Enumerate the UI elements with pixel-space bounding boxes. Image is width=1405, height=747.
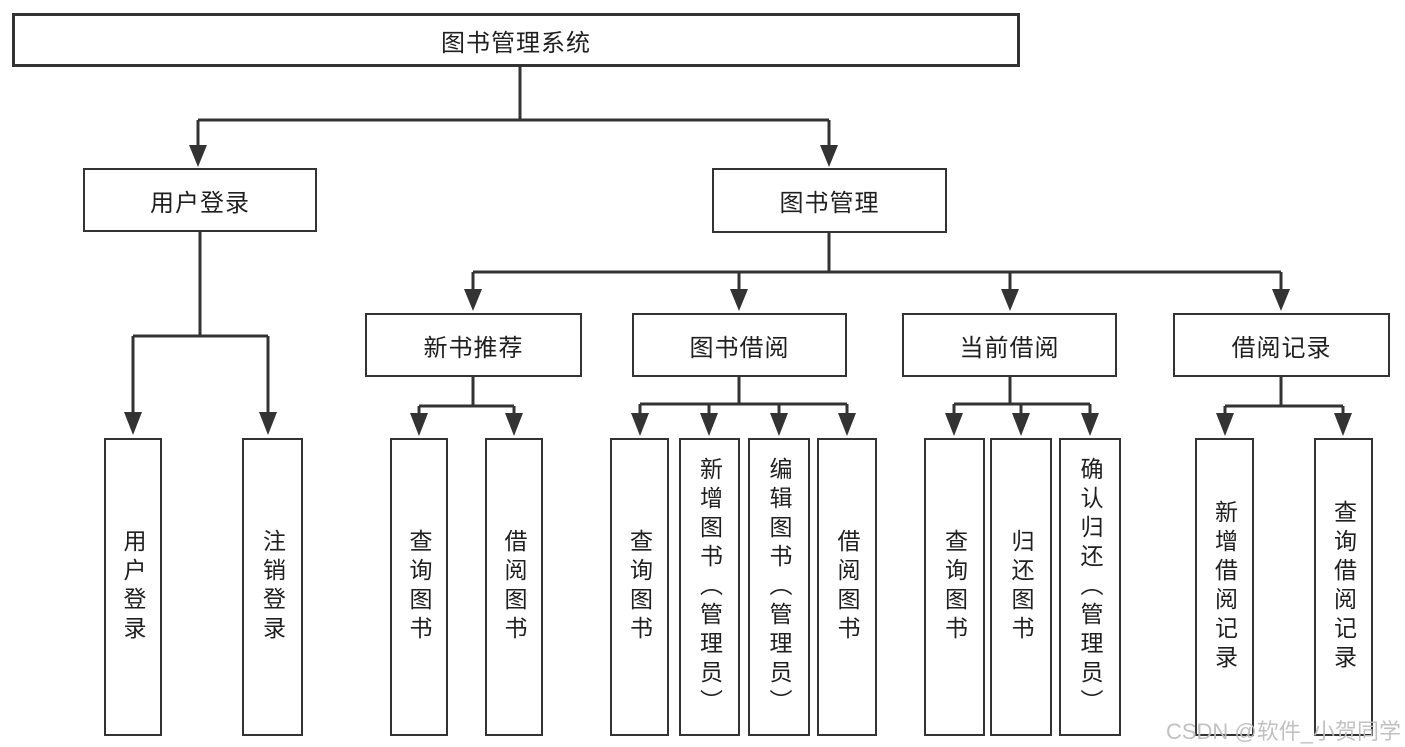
connector-book-management-arrowheads — [464, 289, 1290, 311]
connector-new-book-recommend-arrowheads — [410, 413, 523, 436]
connector-user-login-arrowheads — [124, 412, 277, 435]
node-new-book-recommend: 新书推荐 — [365, 313, 582, 377]
node-current-borrowing: 当前借阅 — [902, 313, 1117, 377]
node-label: 新增借阅记录 — [1211, 500, 1238, 674]
node-label: 用户登录 — [120, 529, 146, 645]
connector-borrow-records-children — [1223, 377, 1345, 415]
node-return-books: 归还图书 — [990, 438, 1052, 736]
node-label: 查询图书 — [406, 529, 432, 645]
connector-new-book-recommend-children — [417, 377, 516, 415]
connector-user-login-children — [131, 232, 270, 414]
connector-root-arrowheads — [189, 145, 838, 167]
node-query-books-borrowing: 查询图书 — [610, 438, 669, 736]
connector-book-borrowing-arrowheads — [631, 413, 856, 436]
node-label: 查询图书 — [941, 529, 968, 645]
connector-book-borrowing-children — [638, 377, 849, 415]
node-add-books-admin: 新增图书（管理员） — [679, 438, 740, 736]
node-label: 查询借阅记录 — [1330, 500, 1357, 674]
node-label: 借阅记录 — [1231, 334, 1332, 362]
node-query-borrow-record: 查询借阅记录 — [1314, 438, 1373, 736]
node-label: 图书管理 — [779, 190, 880, 217]
node-label: 用户登录 — [150, 189, 250, 217]
node-book-borrowing: 图书借阅 — [632, 313, 847, 377]
node-library-management-system: 图书管理系统 — [12, 13, 1020, 67]
node-query-books-current: 查询图书 — [924, 438, 985, 736]
node-add-borrow-record: 新增借阅记录 — [1195, 438, 1254, 736]
node-label: 查询图书 — [626, 529, 653, 645]
node-leaf-user-login: 用户登录 — [104, 438, 162, 736]
node-label: 当前借阅 — [959, 334, 1060, 362]
node-book-management: 图书管理 — [712, 168, 947, 233]
watermark-text: CSDN @软件_小贺同学 — [1165, 719, 1401, 744]
connector-borrow-records-arrowheads — [1216, 413, 1352, 436]
node-label: 图书管理系统 — [441, 29, 591, 57]
node-borrow-records: 借阅记录 — [1173, 313, 1390, 377]
node-borrow-books: 借阅图书 — [817, 438, 877, 736]
node-confirm-return-admin: 确认归还（管理员） — [1059, 438, 1121, 736]
node-label: 新书推荐 — [423, 334, 524, 362]
node-label: 借阅图书 — [834, 529, 860, 645]
node-borrow-books-recommend: 借阅图书 — [485, 438, 543, 736]
connector-book-management-children — [471, 233, 1283, 291]
node-label: 借阅图书 — [501, 529, 527, 645]
connector-root-to-level2 — [196, 67, 831, 146]
node-user-login: 用户登录 — [83, 168, 317, 232]
node-label: 图书借阅 — [689, 334, 790, 362]
node-label: 确认归还（管理员） — [1077, 456, 1103, 718]
node-label: 新增图书（管理员） — [696, 456, 723, 718]
connector-current-borrowing-arrowheads — [945, 413, 1099, 436]
node-label: 注销登录 — [259, 529, 286, 645]
node-leaf-logout: 注销登录 — [242, 438, 303, 736]
connector-current-borrowing-children — [952, 377, 1092, 415]
node-label: 归还图书 — [1008, 529, 1034, 645]
node-label: 编辑图书（管理员） — [766, 456, 792, 718]
node-edit-books-admin: 编辑图书（管理员） — [748, 438, 810, 736]
node-query-books-recommend: 查询图书 — [390, 438, 448, 736]
